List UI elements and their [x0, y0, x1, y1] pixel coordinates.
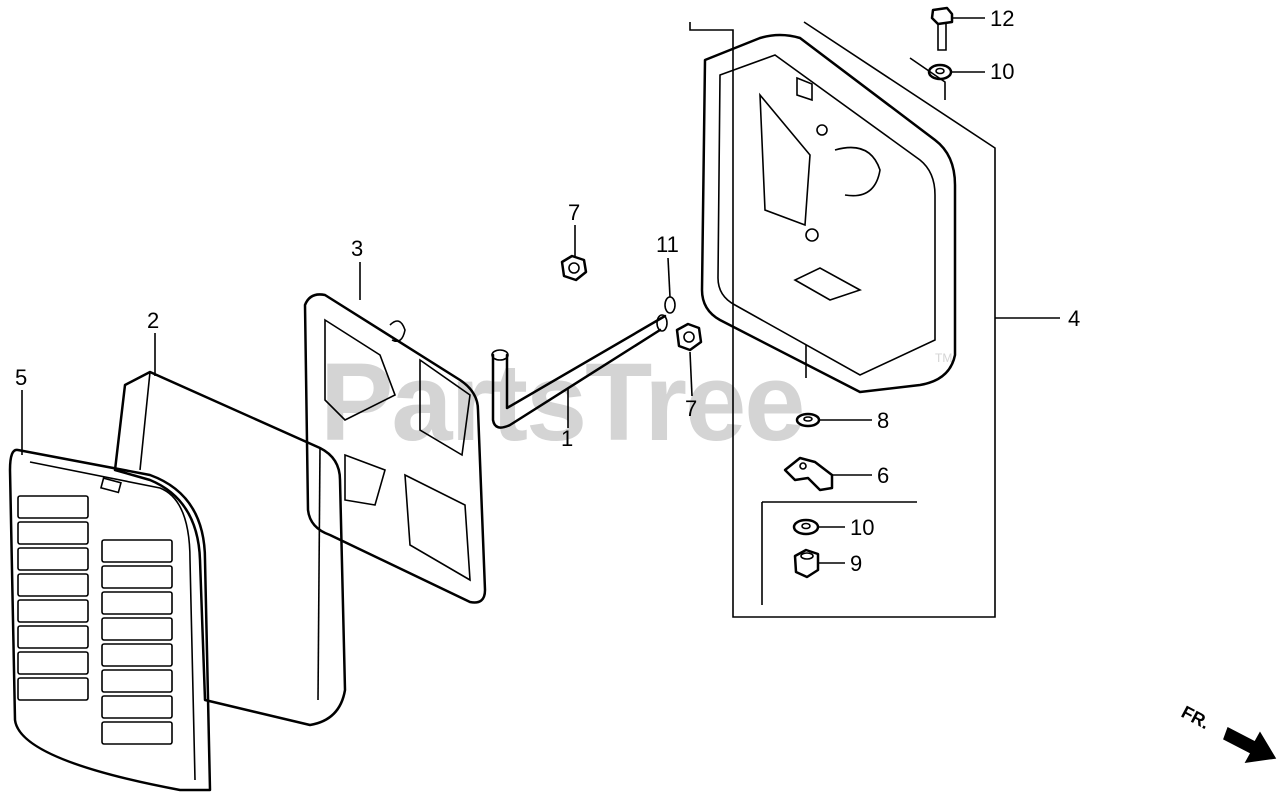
callout-2: 2 [147, 308, 159, 333]
callout-11: 11 [656, 232, 679, 257]
part-3-gasket [303, 293, 487, 604]
callout-8: 8 [877, 408, 889, 433]
part-9-nut [793, 548, 820, 579]
front-direction-label: FR. [1178, 702, 1213, 733]
part-4-case [700, 33, 957, 394]
part-8-washer [795, 412, 821, 428]
callout-5: 5 [15, 365, 27, 390]
part-10-washer-lower [792, 518, 820, 536]
watermark-text: PartsTree [320, 341, 803, 464]
callout-7-lower: 7 [685, 396, 697, 421]
callout-7-upper: 7 [568, 200, 580, 225]
group-bracket-lines [689, 21, 996, 618]
callout-6: 6 [877, 463, 889, 488]
callout-10-lower: 10 [850, 515, 874, 540]
callout-12: 12 [990, 6, 1014, 31]
part-7-nut-lower [675, 322, 703, 352]
part-7-nut-upper [560, 254, 588, 282]
callout-3: 3 [351, 236, 363, 261]
callout-9: 9 [850, 551, 862, 576]
front-direction-indicator: FR. [1178, 702, 1277, 763]
part-10-washer-upper [927, 63, 953, 81]
callout-4: 4 [1068, 306, 1080, 331]
front-direction-arrow-icon [1223, 726, 1277, 763]
watermark-tm: TM [935, 351, 952, 365]
part-12-bolt [930, 6, 954, 51]
part-2-foam-element [99, 370, 347, 727]
part-11-clip [664, 296, 676, 314]
callout-1: 1 [561, 426, 573, 451]
leader-lines [21, 17, 1060, 564]
part-1-breather-tube [491, 314, 668, 429]
part-5-cover [8, 448, 212, 792]
part-6-bracket [783, 456, 834, 492]
callout-10-upper: 10 [990, 59, 1014, 84]
